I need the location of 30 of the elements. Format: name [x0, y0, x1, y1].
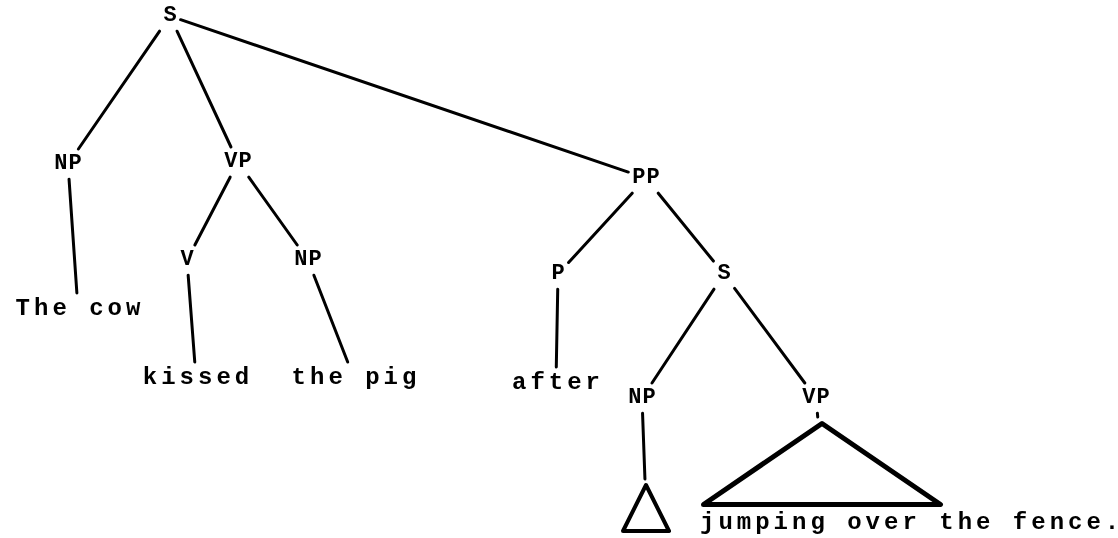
- tree-branch-line: [247, 175, 299, 247]
- tree-branch-line: [76, 29, 162, 151]
- tree-node-label: VP: [223, 150, 253, 175]
- tree-node-label: kissed: [138, 365, 254, 392]
- tree-branch-line: [733, 286, 807, 385]
- terminal-phrase: jumping over the fence.: [700, 510, 1118, 537]
- tree-node-label: V: [179, 248, 195, 273]
- tree-node-label: NP: [53, 152, 83, 177]
- tree-branch-line: [641, 411, 647, 481]
- tree-branch-line: [175, 29, 233, 149]
- tree-branch-line: [186, 273, 197, 364]
- tree-branch-line: [567, 191, 634, 265]
- tree-branch-line: [193, 175, 232, 247]
- tree-node-label: The cow: [11, 296, 145, 323]
- tree-node-label: NP: [293, 248, 323, 273]
- tree-node-label: the pig: [287, 365, 421, 392]
- tree-node-label: VP: [801, 386, 831, 411]
- tree-node-label: NP: [627, 386, 657, 411]
- tree-branch-line: [179, 18, 630, 174]
- tree-node-label: P: [550, 262, 566, 287]
- tree-branch-line: [554, 287, 560, 369]
- tree-branch-line: [312, 273, 350, 364]
- tree-branch-line: [650, 287, 716, 385]
- tree-branch-line: [656, 191, 715, 263]
- tree-branch-line: [67, 177, 79, 295]
- tree-node-label: PP: [631, 166, 661, 191]
- tree-node-label: after: [508, 370, 604, 397]
- tree-node-label: S: [162, 4, 178, 29]
- tree-branch-line: [815, 411, 820, 419]
- tree-node-label: S: [716, 262, 732, 287]
